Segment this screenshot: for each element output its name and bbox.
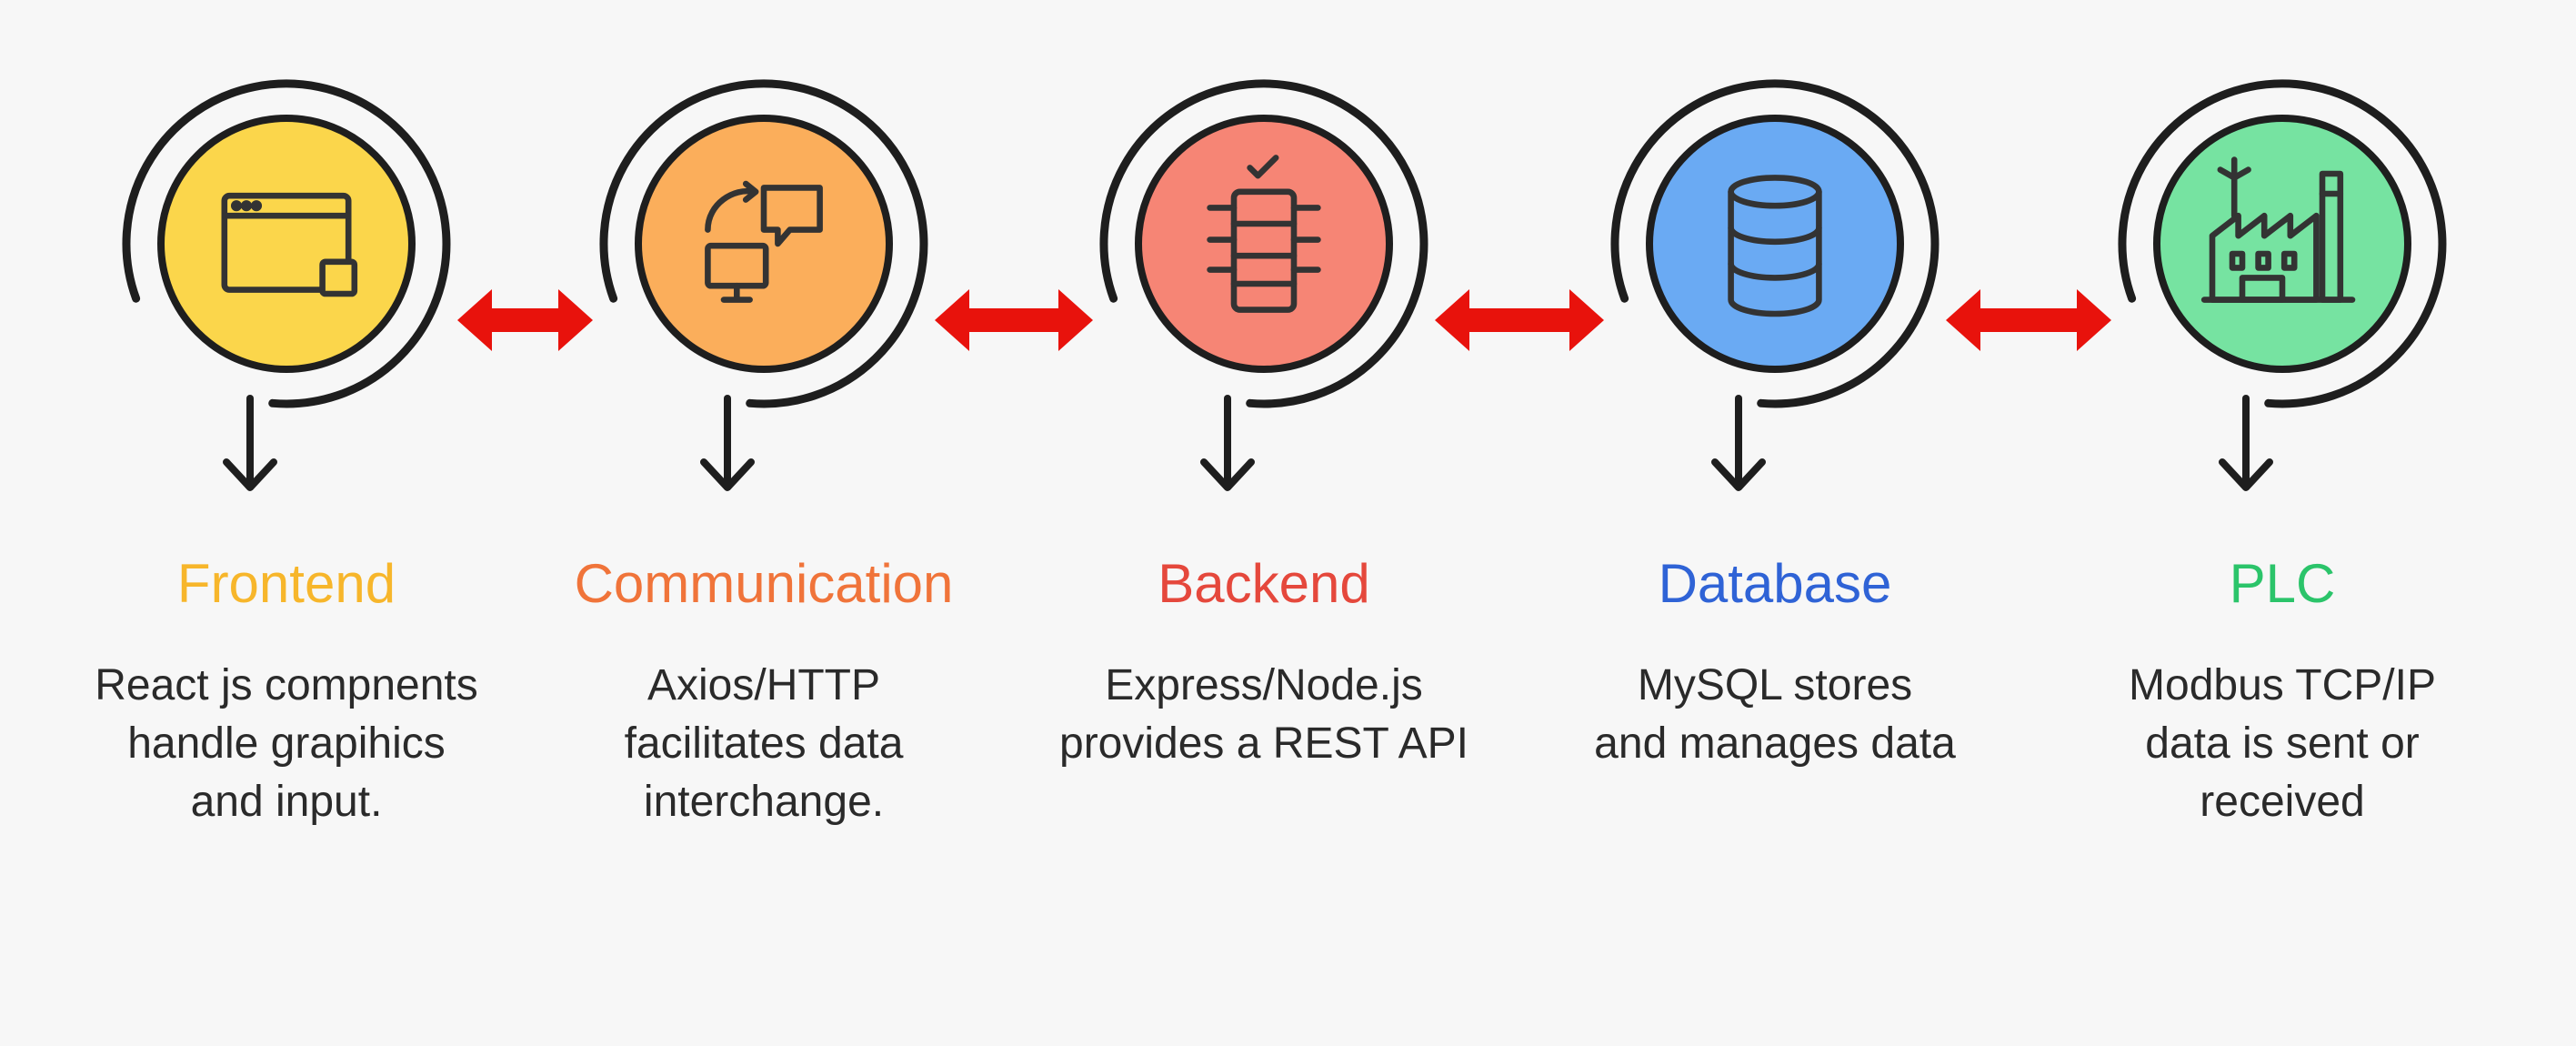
down-arrow-icon bbox=[1711, 458, 1766, 491]
stage-node-frontend bbox=[122, 79, 451, 491]
stage-node-plc bbox=[2118, 79, 2447, 491]
stage-node-database bbox=[1610, 79, 1940, 491]
down-arrow-icon bbox=[2219, 458, 2273, 491]
swirl-ring bbox=[1610, 79, 1940, 408]
stage-description: Modbus TCP/IP data is sent or received bbox=[2129, 661, 2436, 826]
swirl-ring bbox=[1099, 79, 1428, 408]
down-arrow-icon bbox=[700, 458, 755, 491]
swirl-ring bbox=[599, 79, 928, 408]
stage-title: Backend bbox=[1158, 553, 1370, 614]
swirl-ring bbox=[2118, 79, 2447, 408]
down-arrow-icon bbox=[1200, 458, 1255, 491]
stage-title: PLC bbox=[2229, 553, 2336, 614]
stage-description: MySQL stores and manages data bbox=[1594, 661, 1956, 768]
stage-description: Axios/HTTP facilitates data interchange. bbox=[624, 661, 904, 826]
bidirectional-arrow-icon bbox=[1435, 289, 1604, 351]
stage-node-backend bbox=[1099, 79, 1428, 491]
stage-circle bbox=[157, 115, 416, 373]
stage-description: Express/Node.js provides a REST API bbox=[1059, 661, 1468, 768]
bidirectional-arrow-icon bbox=[457, 289, 593, 351]
stage-circle bbox=[1135, 115, 1393, 373]
stage-description: React js compnents handle grapihics and … bbox=[95, 661, 478, 826]
stage-title: Database bbox=[1658, 553, 1892, 614]
stage-title: Frontend bbox=[176, 553, 396, 614]
stage-circle bbox=[2153, 115, 2411, 373]
bidirectional-arrow-icon bbox=[1946, 289, 2111, 351]
swirl-ring bbox=[122, 79, 451, 408]
down-arrow-icon bbox=[223, 458, 277, 491]
stage-title: Communication bbox=[574, 553, 954, 614]
bidirectional-arrow-icon bbox=[935, 289, 1093, 351]
stage-node-communication bbox=[599, 79, 928, 491]
